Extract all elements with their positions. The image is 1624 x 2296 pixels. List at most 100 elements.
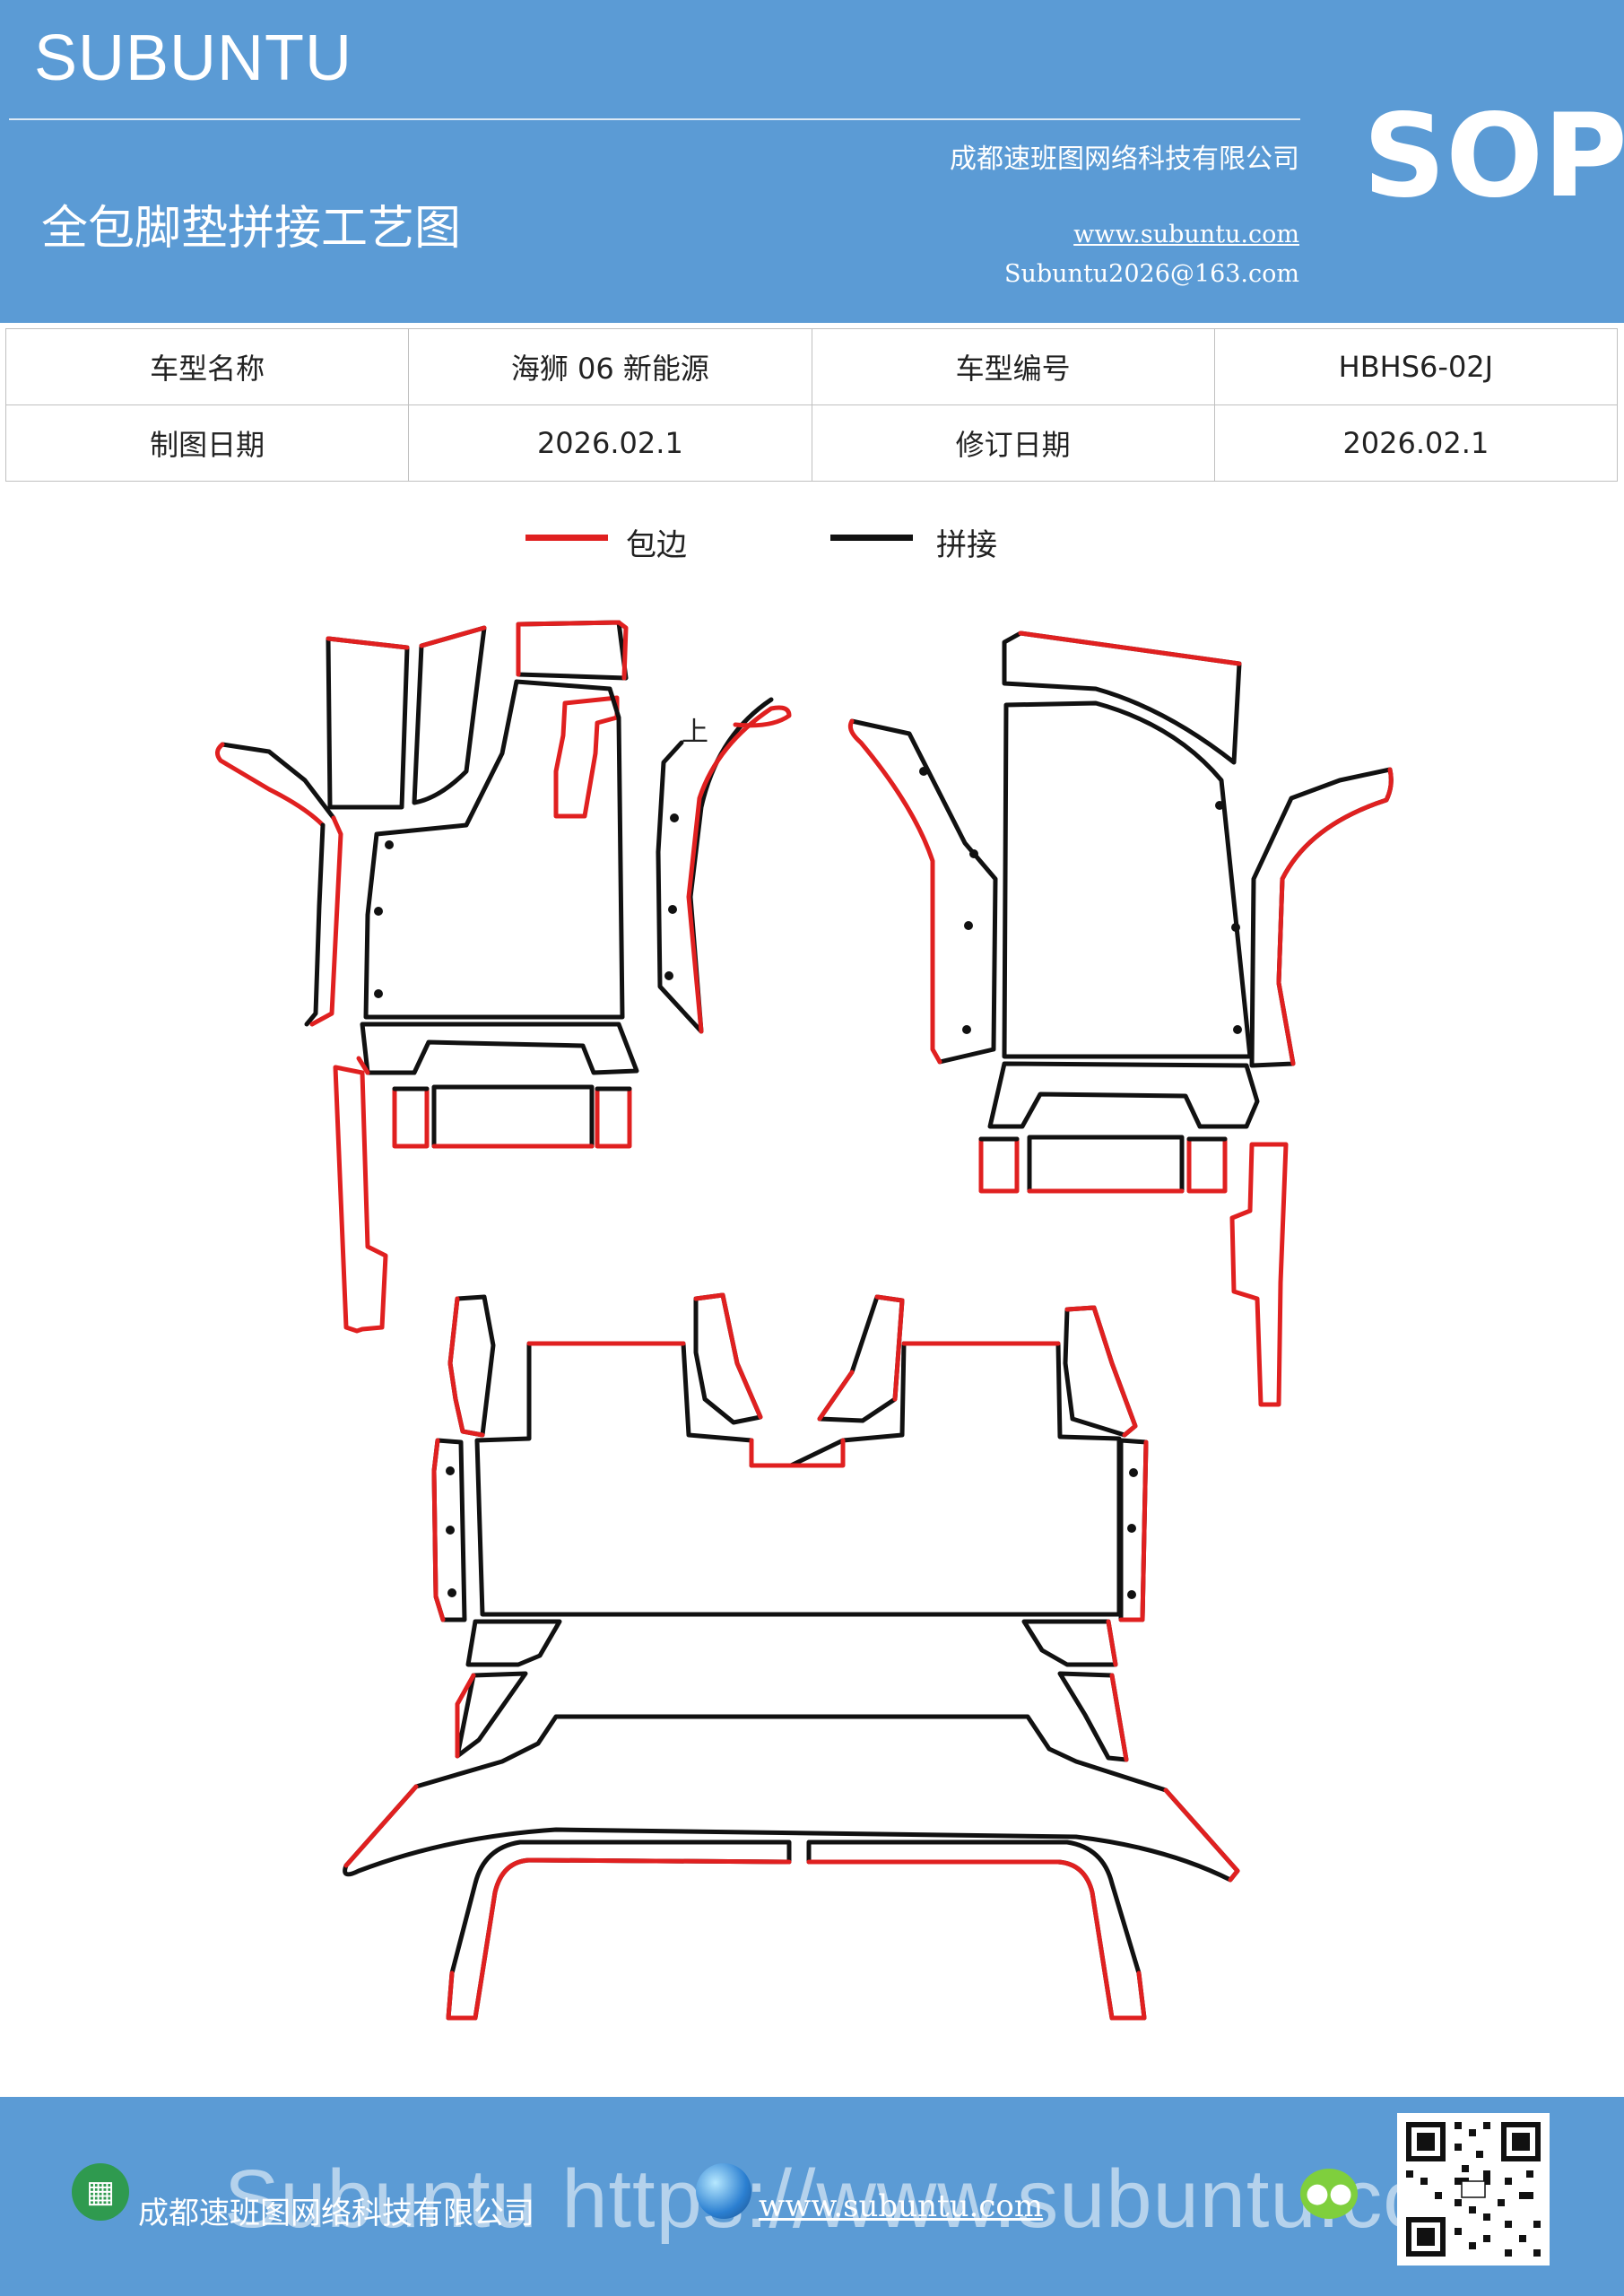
footer-website-link[interactable]: www.subuntu.com <box>759 2188 1044 2224</box>
mat-piece <box>1021 1619 1118 1667</box>
mat-piece <box>1118 1439 1149 1622</box>
header-website-link[interactable]: www.subuntu.com <box>1073 221 1299 248</box>
mat-piece <box>431 1438 446 1622</box>
mat-piece <box>847 718 942 1065</box>
header-banner: SUBUNTU SOP 全包脚垫拼接工艺图 成都速班图网络科技有限公司 www.… <box>0 0 1624 323</box>
footer-company: 成都速班图网络科技有限公司 <box>138 2196 534 2231</box>
fastener-dot <box>447 1588 456 1597</box>
mat-piece <box>1027 1135 1185 1194</box>
page-title: 全包脚垫拼接工艺图 <box>41 202 462 256</box>
wechat-icon[interactable]: ●● <box>1300 2169 1358 2219</box>
mat-piece <box>686 705 792 1034</box>
legend-splice-swatch <box>830 535 913 541</box>
fastener-dot <box>1127 1590 1136 1599</box>
mat-piece <box>1109 1673 1129 1762</box>
fastener-dot <box>962 1025 971 1034</box>
mat-piece <box>363 679 625 1020</box>
qr-code[interactable] <box>1397 2113 1550 2266</box>
mat-piece <box>343 1714 1240 1883</box>
mat-piece <box>304 822 326 1027</box>
draw-date-value: 2026.02.1 <box>408 404 812 482</box>
legend-splice-label: 拼接 <box>936 527 997 563</box>
mat-piece <box>1002 631 1242 765</box>
mat-piece <box>474 1341 1122 1617</box>
fastener-dot <box>446 1526 455 1535</box>
header-divider <box>9 118 1300 120</box>
mat-piece <box>806 1839 1147 2021</box>
fastener-dot <box>374 989 383 998</box>
header-email[interactable]: Subuntu2026@163.com <box>1004 260 1299 288</box>
model-code-label: 车型编号 <box>811 328 1215 405</box>
mat-piece <box>465 1619 562 1667</box>
mat-piece <box>220 742 336 821</box>
legend-edge-swatch <box>525 535 608 541</box>
mat-piece <box>326 636 410 810</box>
mat-piece <box>987 1061 1260 1129</box>
mat-piece <box>392 1086 430 1149</box>
mat-piece <box>1276 767 1394 1066</box>
info-table: 车型名称 海狮 06 新能源 车型编号 HBHS6-02J 制图日期 2026.… <box>4 328 1619 482</box>
footer-watermark: Subuntu https://www.subuntu.com <box>224 2153 1500 2245</box>
up-marker: 上 <box>682 717 708 748</box>
mat-piece <box>1018 631 1242 666</box>
mat-piece <box>326 636 410 650</box>
mat-piece <box>849 718 998 1065</box>
fastener-dot <box>385 840 394 849</box>
fastener-dot <box>670 813 679 822</box>
fastener-dot <box>664 971 673 980</box>
fastener-dot <box>446 1466 455 1475</box>
mat-piece <box>817 1370 855 1422</box>
passenger-mat-group <box>847 631 1394 1407</box>
mat-piece <box>419 625 487 648</box>
mat-piece <box>1057 1671 1129 1762</box>
mat-piece <box>874 1294 905 1402</box>
mat-piece <box>446 1839 792 2021</box>
footer-banner: ▦ 成都速班图网络科技有限公司 Subuntu https://www.subu… <box>0 2097 1624 2296</box>
fastener-dot <box>1127 1524 1136 1533</box>
legend-edge-label: 包边 <box>626 527 687 563</box>
draw-date-label: 制图日期 <box>4 404 410 482</box>
mat-piece <box>343 1784 419 1868</box>
mat-piece <box>749 1438 846 1468</box>
mat-piece <box>978 1136 1020 1194</box>
mat-piece <box>553 695 620 819</box>
header-company: 成都速班图网络科技有限公司 <box>950 144 1299 175</box>
fastener-dot <box>919 767 928 776</box>
fastener-dot <box>964 921 973 930</box>
revise-date-label: 修订日期 <box>811 404 1215 482</box>
mat-piece <box>526 1857 792 1865</box>
mat-piece <box>595 1086 632 1149</box>
mat-piece <box>1186 1136 1228 1194</box>
doc-type-badge: SOP <box>1363 90 1624 223</box>
mat-piece <box>1002 700 1253 1059</box>
mat-piece <box>1249 767 1394 1068</box>
mat-piece <box>215 742 326 828</box>
mat-piece <box>333 1065 388 1334</box>
driver-mat-group: 上 <box>215 620 792 1334</box>
mat-piece <box>516 620 629 681</box>
mat-piece <box>356 1056 370 1075</box>
mat-piece <box>446 1857 532 2021</box>
model-code-value: HBHS6-02J <box>1213 328 1619 405</box>
legend: 包边 拼接 <box>0 520 1624 574</box>
fastener-dot <box>1215 801 1224 810</box>
building-icon: ▦ <box>72 2163 129 2221</box>
model-name-value: 海狮 06 新能源 <box>408 328 812 405</box>
rear-mat-group <box>343 1292 1240 2021</box>
mat-piece <box>455 1673 476 1759</box>
mat-piece <box>1163 1787 1240 1883</box>
mat-piece <box>1064 1305 1138 1438</box>
brand-name: SUBUNTU <box>34 22 353 94</box>
mat-piece <box>412 625 487 805</box>
globe-icon <box>696 2163 751 2219</box>
table-row: 车型名称 海狮 06 新能源 车型编号 HBHS6-02J <box>4 328 1619 405</box>
mat-piece <box>516 620 629 681</box>
mat-piece <box>693 1292 763 1420</box>
revise-date-value: 2026.02.1 <box>1213 404 1619 482</box>
mat-piece <box>1106 1619 1118 1667</box>
mat-piece <box>360 1022 639 1075</box>
mat-piece <box>455 1671 528 1759</box>
fastener-dot <box>969 849 978 858</box>
mat-piece <box>1229 1142 1289 1407</box>
fastener-dot <box>1233 1025 1242 1034</box>
